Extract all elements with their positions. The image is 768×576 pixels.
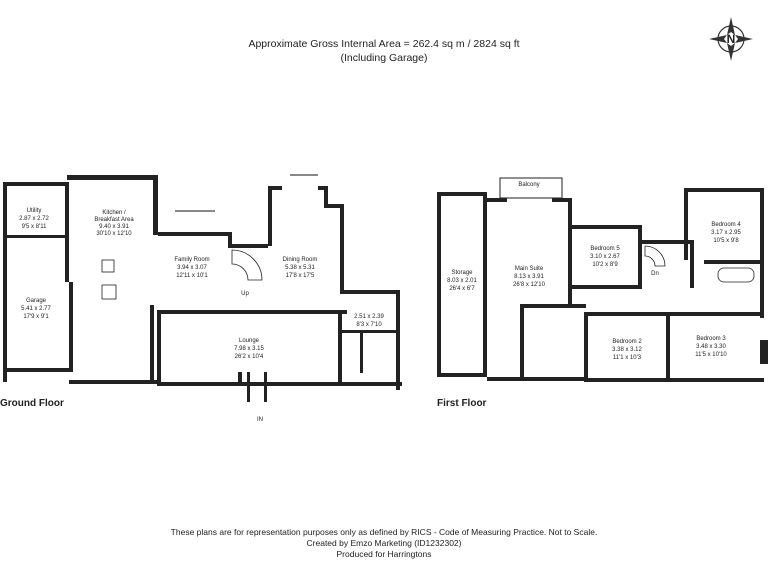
creator-text: Created by Emzo Marketing (ID1232302) (306, 538, 462, 548)
stair-down-label: Dn (651, 271, 659, 277)
room-storage-name: Storage (451, 270, 473, 276)
room-bedroom4-name: Bedroom 4 (711, 222, 741, 228)
disclaimer-text: These plans are for representation purpo… (170, 527, 598, 537)
room-bedroom3-imperial: 11'5 x 10'10 (695, 352, 727, 358)
ground-floor-label: Ground Floor (0, 398, 64, 409)
room-dining-metric: 5.38 x 5.31 (285, 265, 315, 271)
gross-area-text: Approximate Gross Internal Area = 262.4 … (248, 38, 520, 50)
first-floor-labels: Balcony Storage 8.03 x 2.01 26'4 x 6'7 M… (447, 182, 741, 361)
room-main-suite-imperial: 26'8 x 12'10 (513, 282, 546, 288)
stair-up-label: Up (241, 291, 249, 297)
room-bedroom2-imperial: 11'1 x 10'3 (613, 355, 642, 361)
including-garage-text: (Including Garage) (340, 52, 428, 64)
room-kitchen-name: Kitchen / (102, 210, 126, 216)
room-bedroom5-name: Bedroom 5 (590, 246, 620, 252)
room-garage-name: Garage (26, 298, 47, 304)
room-bedroom3-metric: 3.48 x 3.30 (696, 344, 726, 350)
ground-floor-labels: Utility 2.87 x 2.72 9'5 x 8'11 Kitchen /… (19, 208, 384, 423)
room-family-metric: 3.94 x 3.07 (177, 265, 207, 271)
produced-for-text: Produced for Harringtons (336, 549, 432, 559)
room-bedroom2-name: Bedroom 2 (612, 339, 642, 345)
room-kitchen-name2: Breakfast Area (94, 217, 134, 223)
room-lounge-imperial: 26'2 x 10'4 (235, 354, 264, 360)
room-garage-metric: 5.41 x 2.77 (21, 306, 51, 312)
room-storage-metric: 8.03 x 2.01 (447, 278, 477, 284)
room-utility-name: Utility (27, 208, 42, 214)
room-bedroom5-metric: 3.10 x 2.67 (590, 254, 620, 260)
room-utility-imperial: 9'5 x 8'11 (22, 224, 48, 230)
room-lounge-name: Lounge (239, 338, 260, 344)
room-kitchen-imperial: 30'10 x 12'10 (96, 231, 132, 237)
room-main-suite-metric: 8.13 x 3.91 (514, 274, 544, 280)
room-lounge-metric: 7.98 x 3.15 (234, 346, 264, 352)
room-kitchen-metric: 9.40 x 3.91 (99, 224, 129, 230)
room-garage-imperial: 17'9 x 9'1 (23, 314, 49, 320)
room-main-suite-name: Main Suite (515, 266, 544, 272)
first-floor-label: First Floor (437, 398, 487, 409)
north-arrow-icon: N (709, 17, 753, 61)
ground-floor-plan (3, 174, 402, 402)
room-bedroom3-name: Bedroom 3 (696, 336, 726, 342)
room-bedroom4-imperial: 10'5 x 9'8 (713, 238, 739, 244)
room-dining-name: Dining Room (283, 257, 318, 263)
room-bedroom4-metric: 3.17 x 2.95 (711, 230, 741, 236)
room-family-imperial: 12'11 x 10'1 (176, 273, 208, 279)
first-floor-plan (437, 177, 768, 382)
compass-letter: N (727, 32, 736, 46)
room-bedroom5-imperial: 10'2 x 8'9 (592, 262, 618, 268)
room-utility-metric: 2.87 x 2.72 (19, 216, 49, 222)
room-dining-imperial: 17'8 x 17'5 (286, 273, 315, 279)
room-family-name: Family Room (174, 257, 209, 263)
room-storage-imperial: 26'4 x 6'7 (449, 286, 475, 292)
entrance-label: IN (257, 417, 263, 423)
room-cloak-imperial: 8'3 x 7'10 (356, 322, 382, 328)
room-bedroom2-metric: 3.38 x 3.12 (612, 347, 642, 353)
room-balcony-name: Balcony (518, 182, 539, 188)
room-cloak-metric: 2.51 x 2.39 (354, 314, 384, 320)
